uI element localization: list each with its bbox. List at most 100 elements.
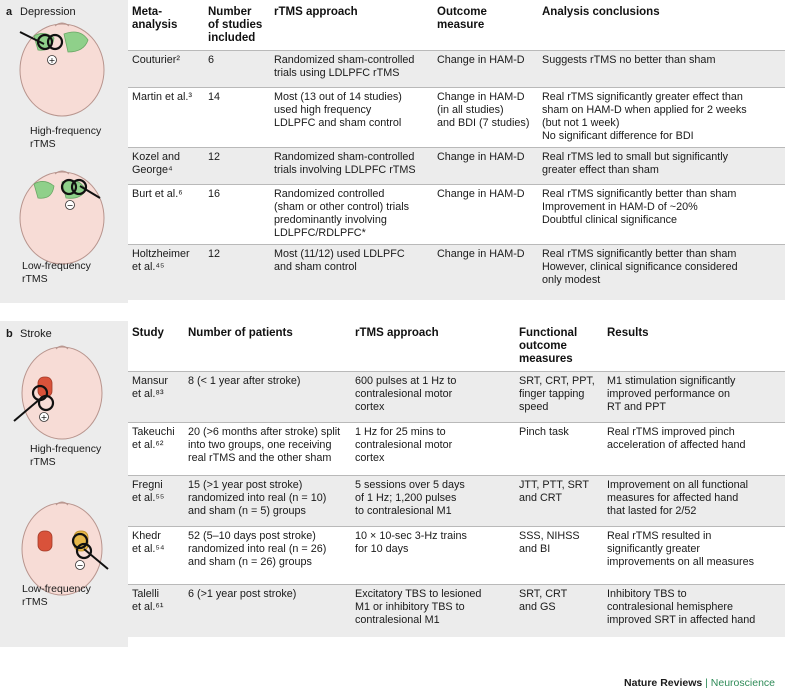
table-cell: Change in HAM-D xyxy=(433,243,538,300)
svg-text:−: − xyxy=(67,201,74,210)
label-high-frequency-b: High-frequency rTMS xyxy=(30,443,101,469)
cell-text: Doubtful clinical significance xyxy=(542,213,678,226)
cell-text: real rTMS and the other sham xyxy=(188,451,332,464)
cell-text: M1 stimulation significantly xyxy=(607,374,736,387)
label-line: High-frequency xyxy=(30,125,102,137)
cell-text: Change in HAM-D xyxy=(437,53,525,66)
cell-text: Suggests rTMS no better than sham xyxy=(542,53,716,66)
cell-text: Couturier² xyxy=(132,53,181,66)
table-cell: Couturier² xyxy=(128,49,204,87)
cell-text: 5 sessions over 5 days xyxy=(355,478,465,491)
cell-text: Holtzheimer xyxy=(132,247,190,260)
table-cell: 8 (< 1 year after stroke) xyxy=(184,370,351,422)
table-cell: 16 xyxy=(204,183,270,244)
cell-text: of 1 Hz; 1,200 pulses xyxy=(355,491,457,504)
journal-footer: Nature Reviews | Neuroscience xyxy=(624,677,775,689)
cell-text: M1 or inhibitory TBS to xyxy=(355,600,465,613)
svg-text:+: + xyxy=(41,413,48,422)
cell-text: 1 Hz for 25 mins to xyxy=(355,425,446,438)
cell-text: Real rTMS improved pinch xyxy=(607,425,735,438)
cell-text: RT and PPT xyxy=(607,400,667,413)
label-high-frequency-a: High-frequency rTMS xyxy=(30,125,101,151)
stroke-table: Study Number of patients rTMS approach F… xyxy=(128,321,785,637)
col-header: Results xyxy=(603,321,785,372)
cell-text: Randomized sham-controlled xyxy=(274,53,415,66)
cell-text: Talelli xyxy=(132,587,160,600)
cell-text: Takeuchi xyxy=(132,425,175,438)
svg-text:+: + xyxy=(49,56,56,65)
cell-text: Improvement on all functional xyxy=(607,478,749,491)
cell-text: et al.⁸³ xyxy=(132,387,164,400)
cell-text: and GS xyxy=(519,600,556,613)
table-cell: Pinch task xyxy=(515,421,603,475)
panel-b-name: Stroke xyxy=(20,328,52,340)
cell-text: Excitatory TBS to lesioned xyxy=(355,587,482,600)
cell-text: and BDI (7 studies) xyxy=(437,116,530,129)
table-cell: Most (13 out of 14 studies)used high fre… xyxy=(270,86,433,147)
col-header: Meta-analysis xyxy=(128,0,204,51)
cell-text: 8 (< 1 year after stroke) xyxy=(188,374,301,387)
col-header: Study xyxy=(128,321,184,372)
cell-text: Kozel and xyxy=(132,150,181,163)
cell-text: et al.⁵⁵ xyxy=(132,491,165,504)
cell-text: improved performance on xyxy=(607,387,731,400)
head-high-frequency-depression: + − xyxy=(19,22,105,265)
cell-text: (in all studies) xyxy=(437,103,504,116)
cell-text: and BI xyxy=(519,542,551,555)
cell-text: Change in HAM-D xyxy=(437,247,525,260)
cell-text: for 10 days xyxy=(355,542,409,555)
journal-name: Nature Reviews xyxy=(624,677,703,689)
cell-text: Improvement in HAM-D of ~20% xyxy=(542,200,698,213)
table-cell: Randomized controlled(sham or other cont… xyxy=(270,183,433,244)
cell-text: contralesional motor xyxy=(355,438,453,451)
label-line: rTMS xyxy=(30,138,56,150)
cell-text: Martin et al.³ xyxy=(132,90,192,103)
cell-text: improvements on all measures xyxy=(607,555,755,568)
cell-text: Khedr xyxy=(132,529,161,542)
cell-text: Randomized controlled xyxy=(274,187,385,200)
cell-text: 20 (>6 months after stroke) split xyxy=(188,425,341,438)
cell-text: cortex xyxy=(355,451,385,464)
cell-text: JTT, PTT, SRT xyxy=(519,478,589,491)
cell-text: George⁴ xyxy=(132,163,173,176)
col-header: Analysis conclusions xyxy=(538,0,785,51)
cell-text: 6 (>1 year post stroke) xyxy=(188,587,297,600)
cell-text: and sham control xyxy=(274,260,357,273)
cell-text: greater effect than sham xyxy=(542,163,659,176)
table-cell: Suggests rTMS no better than sham xyxy=(538,49,785,87)
cell-text: randomized into real (n = 10) xyxy=(188,491,327,504)
cell-text: 52 (5–10 days post stroke) xyxy=(188,529,316,542)
table-cell: 12 xyxy=(204,243,270,300)
cell-text: SRT, CRT, PPT, xyxy=(519,374,595,387)
cell-text: and sham (n = 5) groups xyxy=(188,504,306,517)
table-cell: Change in HAM-D xyxy=(433,49,538,87)
label-line: rTMS xyxy=(22,596,48,608)
cell-text: 10 × 10-sec 3-Hz trains xyxy=(355,529,467,542)
cell-text: 14 xyxy=(208,90,221,103)
cell-text: Change in HAM-D xyxy=(437,187,525,200)
col-header: rTMS approach xyxy=(270,0,433,51)
cell-text: 15 (>1 year post stroke) xyxy=(188,478,303,491)
cell-text: Change in HAM-D xyxy=(437,150,525,163)
svg-text:−: − xyxy=(77,561,84,570)
table-cell: Change in HAM-D xyxy=(433,146,538,184)
cell-text: cortex xyxy=(355,400,385,413)
